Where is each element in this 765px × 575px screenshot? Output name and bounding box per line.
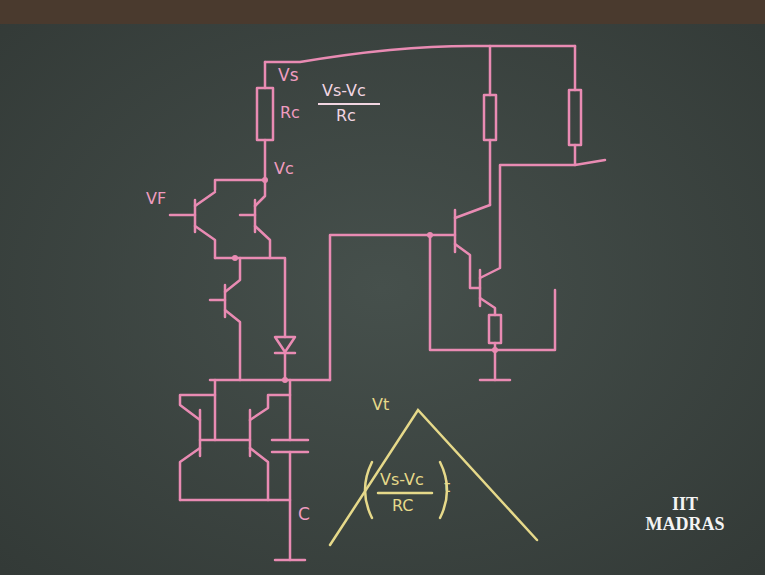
time-label: t <box>444 478 450 496</box>
watermark: IIT MADRAS <box>640 495 730 535</box>
junction-dots <box>232 177 498 383</box>
input-label: VF <box>146 190 166 208</box>
triangle-waveform <box>330 410 537 545</box>
waveform-label: Vt <box>372 396 389 414</box>
circuit-wires <box>170 46 605 560</box>
formula-numerator: Vs-Vc <box>322 82 366 100</box>
slope-denominator: RC <box>392 497 414 515</box>
resistor-label: Rc <box>280 104 300 122</box>
slope-numerator: Vs-Vc <box>380 471 424 489</box>
node-label: Vc <box>274 160 294 178</box>
formula-denominator: Rc <box>336 107 356 125</box>
capacitor-label: C <box>298 505 310 524</box>
fraction-bar <box>318 103 380 105</box>
supply-label: Vs <box>278 66 299 85</box>
board-frame <box>0 0 765 24</box>
